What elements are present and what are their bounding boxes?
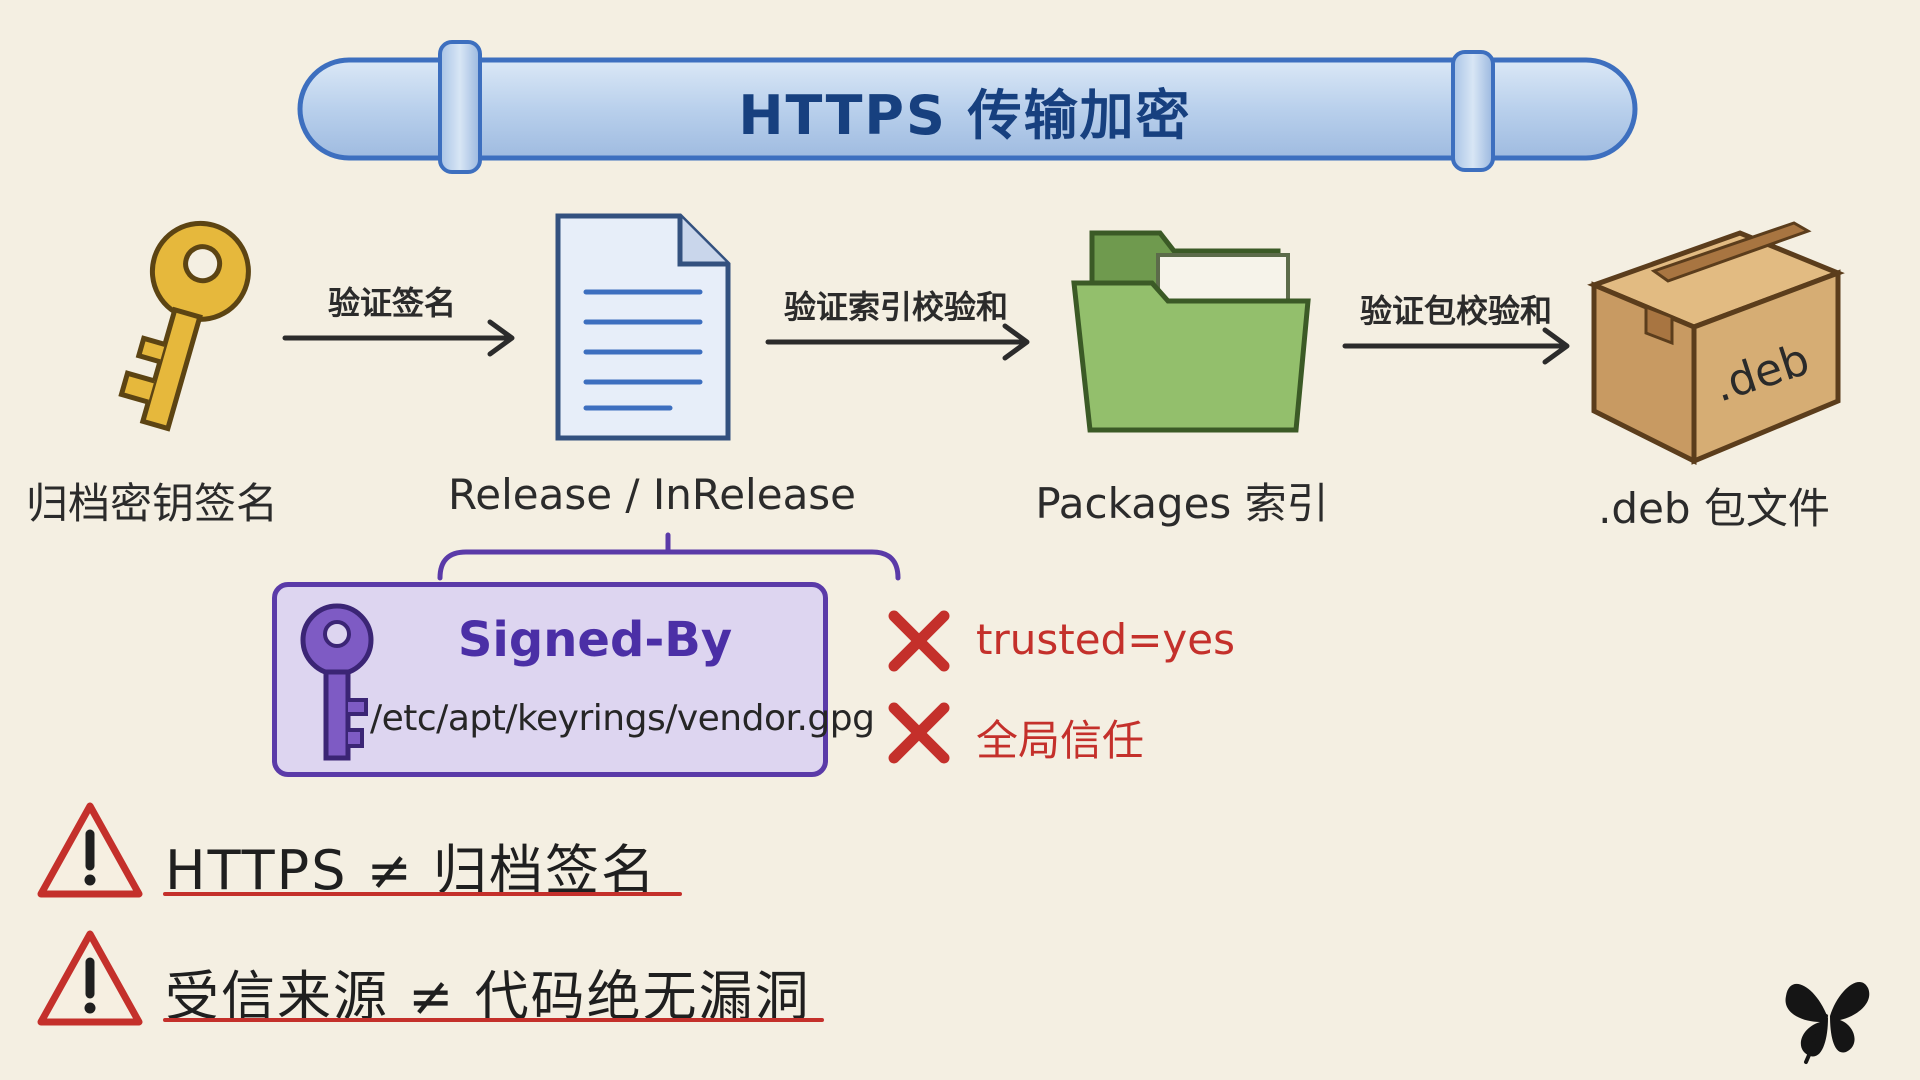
- node-label-release: Release / InRelease: [447, 470, 857, 519]
- signed-by-keyring-path: /etc/apt/keyrings/vendor.gpg: [370, 698, 875, 739]
- signed-by-title: Signed-By: [457, 612, 733, 668]
- arrow-key-to-release: [282, 319, 515, 357]
- edge-label-verify-signature: 验证签名: [327, 284, 457, 322]
- folder-icon: [1071, 230, 1311, 433]
- red-cross-icon: [888, 610, 950, 672]
- warning-trusted-source-not-bug-free: 受信来源 ≠ 代码绝无漏洞: [165, 965, 811, 1028]
- golden-key-icon: [118, 220, 251, 432]
- arrow-packages-to-deb: [1342, 327, 1570, 365]
- node-label-archive-key: 归档密钥签名: [25, 479, 279, 528]
- warning-https-not-archive-signature: HTTPS ≠ 归档签名: [165, 839, 658, 902]
- package-box-icon: .deb: [1587, 221, 1845, 466]
- rejected-global-trust: 全局信任: [976, 716, 1145, 765]
- purple-key-icon: [300, 603, 374, 761]
- butterfly-logo-icon: [1785, 981, 1870, 1064]
- node-label-packages: Packages 索引: [1035, 479, 1329, 528]
- rejected-trusted-yes: trusted=yes: [976, 615, 1235, 664]
- edge-label-verify-package-checksum: 验证包校验和: [1359, 292, 1553, 330]
- arrow-release-to-packages: [765, 323, 1030, 361]
- red-cross-icon: [888, 702, 950, 764]
- signed-by-box: [272, 582, 828, 777]
- edge-label-verify-index-checksum: 验证索引校验和: [783, 288, 1009, 326]
- warning-triangle-icon: [37, 930, 143, 1026]
- document-icon: [555, 213, 731, 441]
- node-label-deb: .deb 包文件: [1598, 484, 1830, 533]
- banner-title: HTTPS 传输加密: [738, 83, 1192, 147]
- warning-triangle-icon: [37, 802, 143, 898]
